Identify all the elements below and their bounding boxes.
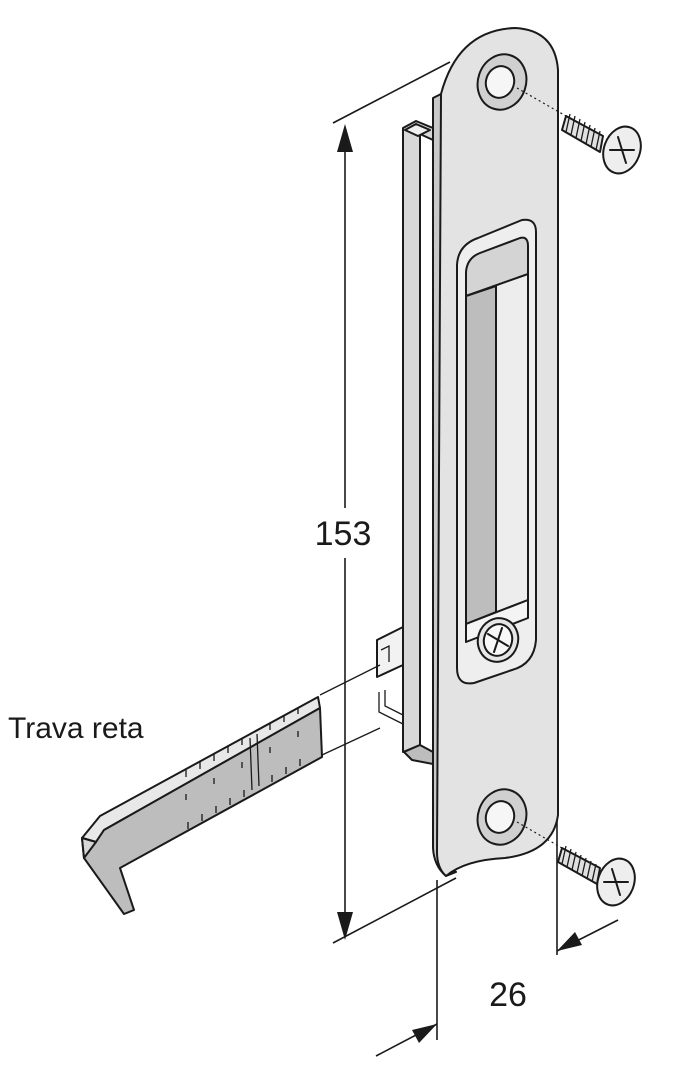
straight-strike-bar	[81, 664, 381, 915]
top-screw-hole	[476, 53, 528, 111]
opening-screw	[476, 617, 520, 663]
height-dimension: 153	[305, 61, 457, 944]
phillips-screw-icon	[487, 627, 509, 653]
mounting-tabs	[376, 626, 404, 725]
height-arrow-bottom	[337, 912, 353, 940]
phillips-screw-icon	[609, 136, 635, 164]
strike-bar-label: Trava reta	[8, 712, 144, 745]
latch-opening	[456, 218, 537, 685]
bottom-screw-hole	[476, 788, 528, 846]
screw-icon	[516, 821, 636, 907]
phillips-screw-icon	[603, 868, 629, 896]
screw-icon	[516, 87, 642, 175]
height-extension-top	[332, 61, 451, 124]
width-dimension: 26	[375, 820, 619, 1057]
bar-ticks	[185, 707, 301, 829]
height-label-bg	[305, 508, 385, 558]
width-arrow-left	[412, 1024, 437, 1043]
height-value: 153	[315, 515, 372, 553]
width-arrow-right	[557, 932, 582, 951]
back-flange	[402, 120, 434, 765]
width-value: 26	[489, 976, 527, 1014]
height-extension-bottom	[332, 877, 457, 944]
height-arrow-top	[337, 124, 353, 152]
